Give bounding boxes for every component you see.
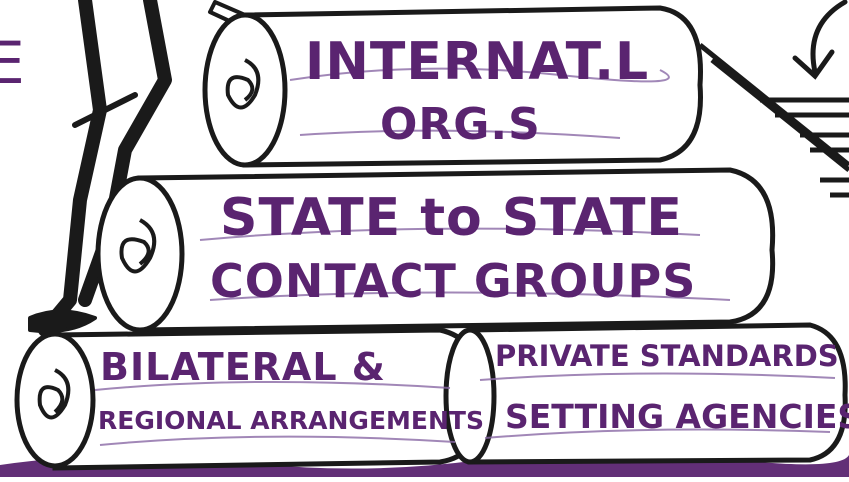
scroll-top xyxy=(202,5,703,168)
scroll-middle-line1: STATE to STATE xyxy=(220,188,683,248)
edge-letter: E xyxy=(0,29,26,97)
scroll-bottom-left-line2: REGIONAL ARRANGEMENTS xyxy=(98,406,484,435)
scribble-accents xyxy=(94,67,836,446)
scroll-bottom-right-line2: SETTING AGENCIES xyxy=(505,397,849,436)
scroll-middle xyxy=(95,167,776,333)
scroll-middle-line2: CONTACT GROUPS xyxy=(210,254,697,308)
curved-arrow-icon xyxy=(792,0,848,80)
staircase xyxy=(698,43,849,198)
scroll-bottom-left-line1: BILATERAL & xyxy=(100,345,386,389)
scroll-bottom-right-line1: PRIVATE STANDARDS xyxy=(495,339,839,373)
scroll-top-line2: ORG.s xyxy=(380,99,541,150)
scroll-top-line1: INTERNAT.L xyxy=(305,32,650,92)
scroll-bottom-right xyxy=(443,322,848,465)
